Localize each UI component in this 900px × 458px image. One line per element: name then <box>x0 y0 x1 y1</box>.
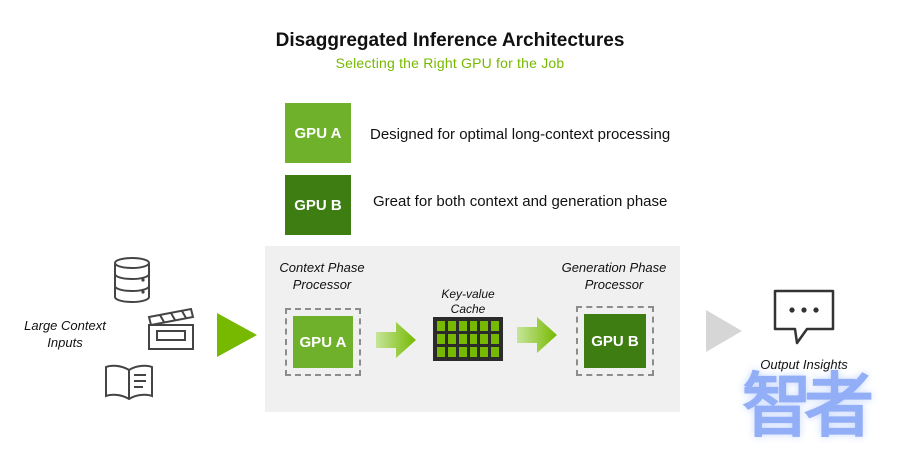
kv-cache-grid <box>433 317 503 361</box>
context-phase-label: Context Phase Processor <box>279 260 365 292</box>
input-arrow-icon <box>217 313 257 357</box>
book-icon <box>105 364 153 401</box>
output-arrow-icon <box>706 310 742 352</box>
generation-gpu-label: GPU B <box>591 332 639 350</box>
diagram-subtitle: Selecting the Right GPU for the Job <box>335 55 565 71</box>
legend-gpu-a-label: GPU A <box>294 124 342 142</box>
output-label: Output Insights <box>760 357 848 372</box>
context-gpu-a: GPU A <box>293 316 353 368</box>
generation-gpu-b: GPU B <box>584 314 646 368</box>
chat-bubble-icon <box>773 289 835 345</box>
legend-gpu-b-label: GPU B <box>294 196 342 214</box>
context-gpu-label: GPU A <box>299 333 347 351</box>
legend-gpu-a-swatch: GPU A <box>285 103 351 163</box>
clapperboard-icon <box>147 307 195 350</box>
diagram-title: Disaggregated Inference Architectures <box>275 30 625 51</box>
generation-phase-label: Generation Phase Processor <box>561 260 667 292</box>
context-gpu-slot: GPU A <box>285 308 361 376</box>
context-to-cache-arrow-icon <box>376 322 416 358</box>
legend-gpu-a-description: Designed for optimal long-context proces… <box>370 126 671 143</box>
watermark-logo: 智者 <box>742 365 874 447</box>
inputs-label: Large Context Inputs <box>24 318 106 350</box>
generation-gpu-slot: GPU B <box>576 306 654 376</box>
database-icon <box>114 257 150 303</box>
legend-gpu-b-description: Great for both context and generation ph… <box>373 193 668 210</box>
legend-gpu-b-swatch: GPU B <box>285 175 351 235</box>
cache-to-generation-arrow-icon <box>517 317 557 353</box>
cache-label: Key-value Cache <box>441 287 495 316</box>
